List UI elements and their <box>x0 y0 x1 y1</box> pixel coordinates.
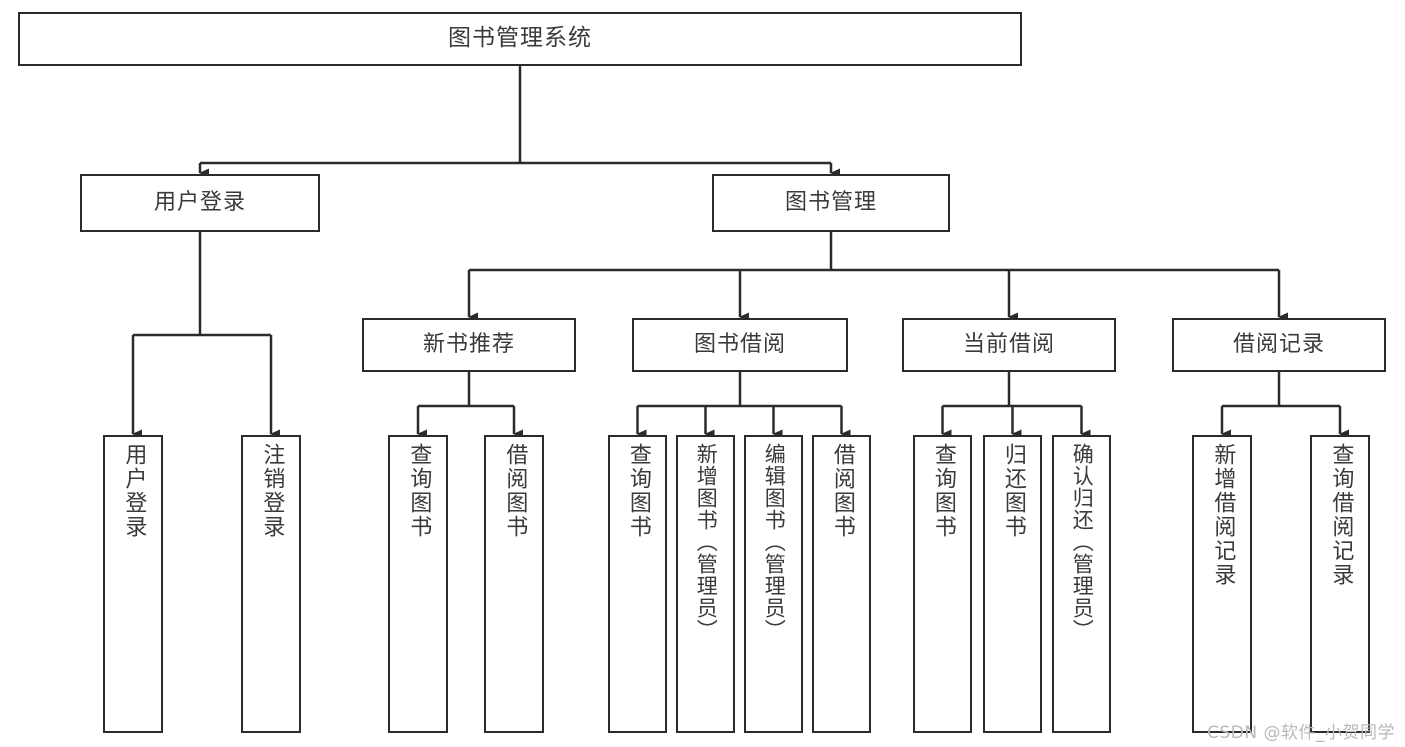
node-book-borrow[interactable]: 图书借阅 <box>632 318 848 372</box>
edge-paths <box>131 66 1349 439</box>
node-leaf-borrow-book-2-label: 借阅图书 <box>829 443 855 539</box>
node-user-login-label: 用户登录 <box>153 189 246 215</box>
node-book-manage[interactable]: 图书管理 <box>712 174 950 232</box>
node-leaf-query-book-2-label: 查询图书 <box>625 443 651 539</box>
node-new-book-recommend[interactable]: 新书推荐 <box>362 318 576 372</box>
node-leaf-query-book-1[interactable]: 查询图书 <box>388 435 448 733</box>
node-leaf-user-logout[interactable]: 注销登录 <box>241 435 301 733</box>
node-leaf-query-book-1-label: 查询图书 <box>406 443 432 539</box>
node-borrow-record[interactable]: 借阅记录 <box>1172 318 1386 372</box>
node-leaf-return-book-label: 归还图书 <box>1000 443 1026 539</box>
node-leaf-user-login[interactable]: 用户登录 <box>103 435 163 733</box>
node-leaf-add-borrow-record[interactable]: 新增借阅记录 <box>1192 435 1252 733</box>
node-leaf-query-book-3[interactable]: 查询图书 <box>913 435 972 733</box>
node-book-borrow-label: 图书借阅 <box>693 331 786 357</box>
node-borrow-record-label: 借阅记录 <box>1232 331 1325 357</box>
node-leaf-borrow-book-2[interactable]: 借阅图书 <box>812 435 871 733</box>
node-leaf-query-book-2[interactable]: 查询图书 <box>608 435 667 733</box>
node-leaf-borrow-book-1[interactable]: 借阅图书 <box>484 435 544 733</box>
node-root[interactable]: 图书管理系统 <box>18 12 1022 66</box>
node-leaf-user-logout-label: 注销登录 <box>259 443 285 539</box>
node-current-borrow-label: 当前借阅 <box>962 331 1055 357</box>
node-current-borrow[interactable]: 当前借阅 <box>902 318 1116 372</box>
node-book-manage-label: 图书管理 <box>784 189 877 215</box>
node-leaf-confirm-return-admin[interactable]: 确认归还（管理员） <box>1052 435 1111 733</box>
node-leaf-return-book[interactable]: 归还图书 <box>983 435 1042 733</box>
node-leaf-add-book-admin[interactable]: 新增图书（管理员） <box>676 435 735 733</box>
node-leaf-add-borrow-record-label: 新增借阅记录 <box>1210 443 1236 587</box>
node-leaf-query-borrow-record-label: 查询借阅记录 <box>1328 443 1354 587</box>
csdn-watermark: CSDN @软件_小贺同学 <box>1207 723 1395 743</box>
node-leaf-query-book-3-label: 查询图书 <box>930 443 956 539</box>
node-root-label: 图书管理系统 <box>448 25 592 52</box>
node-leaf-user-login-label: 用户登录 <box>121 443 147 539</box>
node-leaf-query-borrow-record[interactable]: 查询借阅记录 <box>1310 435 1370 733</box>
node-leaf-borrow-book-1-label: 借阅图书 <box>502 443 528 539</box>
node-new-book-recommend-label: 新书推荐 <box>422 331 515 357</box>
node-leaf-edit-book-admin[interactable]: 编辑图书（管理员） <box>744 435 803 733</box>
node-leaf-edit-book-admin-label: 编辑图书（管理员） <box>762 443 787 641</box>
node-leaf-confirm-return-admin-label: 确认归还（管理员） <box>1070 443 1095 641</box>
node-user-login[interactable]: 用户登录 <box>80 174 320 232</box>
node-leaf-add-book-admin-label: 新增图书（管理员） <box>694 443 719 641</box>
